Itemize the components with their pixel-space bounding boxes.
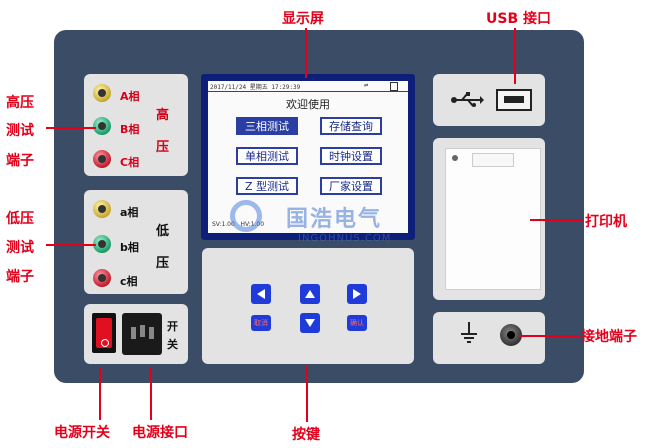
lv-title-top: 低 (156, 224, 170, 239)
usb-callout-line (514, 28, 516, 84)
ground-panel (433, 312, 545, 364)
lv-jack-b[interactable] (93, 235, 111, 253)
power-socket-callout-line (150, 368, 152, 420)
power-switch-label-top: 开 (167, 320, 178, 333)
watermark-name: 国浩电气 (286, 207, 383, 232)
lv-phase-b-label: b相 (120, 241, 139, 254)
usb-status-icon: ⇌ (364, 81, 369, 89)
lv-jack-c[interactable] (93, 269, 111, 287)
keys-callout: 按键 (292, 427, 320, 443)
down-arrow-key[interactable] (300, 313, 320, 333)
ground-symbol-icon (460, 322, 478, 348)
keypad-panel (202, 248, 414, 364)
hv-title-top: 高 (156, 108, 170, 123)
keys-callout-line (306, 366, 308, 422)
status-datetime: 2017/11/24 星期五 17:29:39 (210, 84, 301, 91)
cancel-key[interactable]: 取消 (251, 315, 271, 331)
menu-storage-query[interactable]: 存储查询 (320, 117, 382, 135)
left-arrow-key[interactable] (251, 284, 271, 304)
lv-title-bottom: 压 (156, 256, 170, 271)
display-callout: 显示屏 (282, 11, 324, 27)
printer-callout: 打印机 (585, 214, 627, 230)
hv-phase-a-label: A相 (120, 90, 140, 103)
status-bar: 2017/11/24 星期五 17:29:39 ⇌ (208, 81, 408, 91)
power-switch[interactable] (92, 313, 116, 353)
power-socket-callout: 电源接口 (132, 425, 188, 441)
watermark-logo-icon (230, 200, 262, 232)
usb-callout: USB 接口 (486, 11, 551, 27)
lv-callout-line (46, 244, 96, 246)
status-divider (208, 91, 408, 92)
power-switch-label-bottom: 关 (167, 338, 178, 351)
ground-terminal[interactable] (500, 324, 522, 346)
hv-terminal-callout-3: 端子 (6, 153, 34, 169)
lv-terminal-callout-3: 端子 (6, 269, 34, 285)
left-arrow-icon (257, 289, 265, 299)
menu-factory-settings[interactable]: 厂家设置 (320, 177, 382, 195)
lv-jack-a[interactable] (93, 200, 111, 218)
up-arrow-icon (305, 290, 315, 298)
menu-z-type-test[interactable]: Z 型测试 (236, 177, 298, 195)
printer-callout-line (530, 219, 584, 221)
welcome-text: 欢迎使用 (286, 98, 330, 111)
right-arrow-key[interactable] (347, 284, 367, 304)
up-arrow-key[interactable] (300, 284, 320, 304)
hv-jack-b[interactable] (93, 117, 111, 135)
hv-phase-b-label: B相 (120, 123, 140, 136)
display-screen: 2017/11/24 星期五 17:29:39 ⇌ 欢迎使用 三相测试 存储查询… (208, 81, 408, 233)
down-arrow-icon (305, 319, 315, 327)
right-arrow-icon (353, 289, 361, 299)
hv-jack-c[interactable] (93, 150, 111, 168)
hv-title-bottom: 压 (156, 140, 170, 155)
power-switch-callout-line (99, 368, 101, 420)
hv-callout-line (46, 127, 96, 129)
power-switch-callout: 电源开关 (54, 425, 110, 441)
lv-terminal-callout-1: 低压 (6, 211, 34, 227)
lv-phase-c-label: c相 (120, 275, 138, 288)
menu-three-phase-test[interactable]: 三相测试 (236, 117, 298, 135)
menu-single-phase-test[interactable]: 单相测试 (236, 147, 298, 165)
confirm-key[interactable]: 确认 (347, 315, 367, 331)
menu-clock-settings[interactable]: 时钟设置 (320, 147, 382, 165)
display-callout-line (305, 28, 307, 78)
hv-phase-c-label: C相 (120, 156, 140, 169)
watermark-url: INGOHNUS.COM (298, 233, 392, 244)
hv-jack-a[interactable] (93, 84, 111, 102)
usb-port[interactable] (496, 89, 532, 111)
hv-terminal-callout-1: 高压 (6, 95, 34, 111)
hv-terminal-callout-2: 测试 (6, 123, 34, 139)
battery-icon (390, 82, 398, 91)
lv-terminal-callout-2: 测试 (6, 240, 34, 256)
ground-callout-line (520, 335, 580, 337)
usb-symbol-icon (450, 92, 484, 112)
lv-phase-a-label: a相 (120, 206, 139, 219)
ground-callout: 接地端子 (581, 329, 637, 345)
printer-cover[interactable] (445, 148, 541, 290)
power-socket[interactable] (122, 313, 162, 355)
